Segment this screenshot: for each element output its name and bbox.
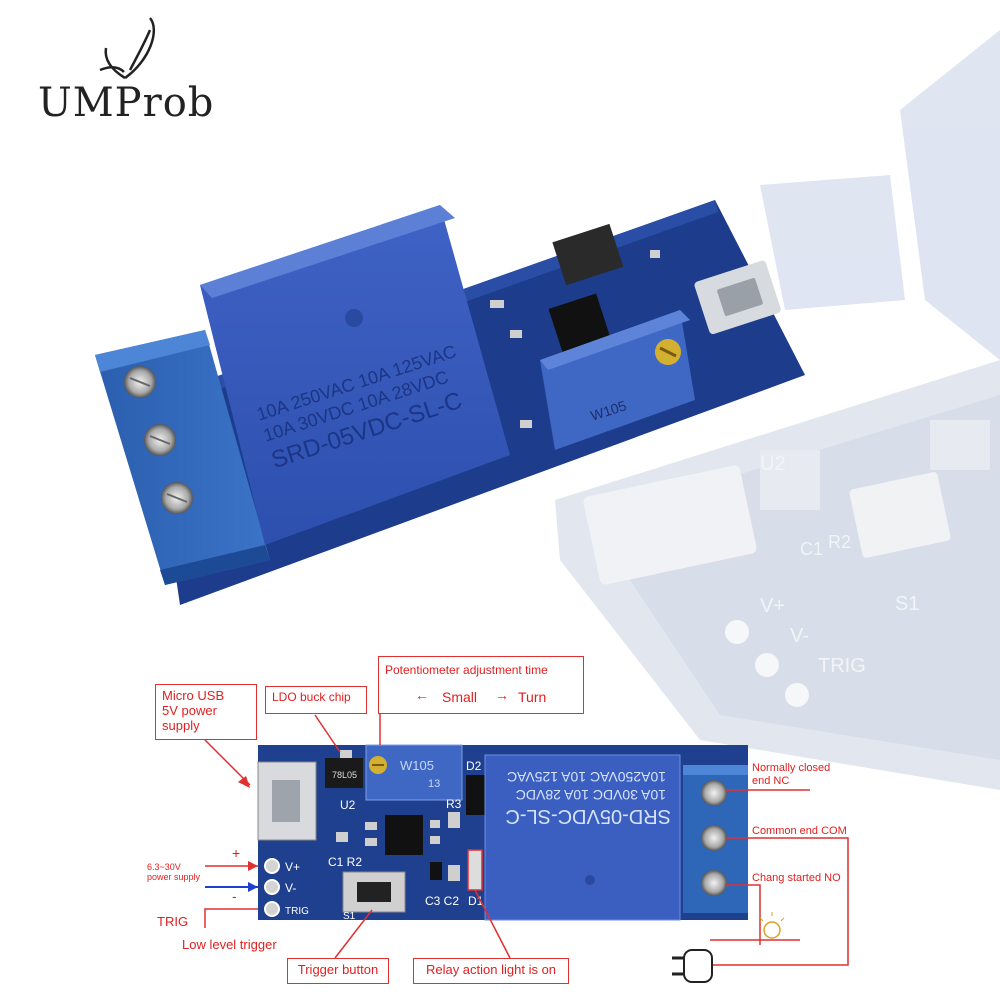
logo-mark (99, 17, 156, 80)
label-power-minus: - (232, 888, 237, 904)
svg-text:13: 13 (428, 778, 440, 790)
silk-trig: TRIG (285, 906, 309, 917)
faded-label: C1 (800, 539, 823, 559)
callout-micro-usb: Micro USB 5V power supply (155, 684, 257, 740)
callout-potentiometer: Potentiometer adjustment time (378, 656, 584, 714)
relay-print-line: SRD-05VDC-SL-C (505, 805, 671, 827)
callout-ldo-chip: LDO buck chip (265, 686, 367, 714)
relay-print-line: 10A 30VDC 10A 28VDC (516, 787, 666, 803)
label-power-plus: + (232, 845, 241, 861)
label-turn: Turn (518, 689, 547, 705)
silk-s1: S1 (343, 911, 356, 922)
label-power-range: 6.3~30V power supply (147, 862, 201, 882)
silk-vminus: V- (285, 881, 296, 895)
diagram-board: 78L05 W105 13 SRD-05VDC-SL-C 10A 30 (257, 744, 748, 922)
callout-relay-light: Relay action light is on (413, 958, 569, 984)
silk-u2: U2 (340, 798, 356, 812)
label-trig: TRIG (157, 914, 189, 929)
ldo-chip (325, 758, 363, 788)
silk-c1-r2: C1 R2 (328, 855, 362, 869)
label-nc: Normally closed end NC (752, 762, 831, 787)
power-plug-icon (672, 949, 713, 983)
faded-label: S1 (895, 593, 919, 615)
potentiometer-photo (540, 310, 695, 450)
relay-photo (200, 205, 510, 545)
faded-label: V+ (760, 595, 785, 617)
arrow-right-icon: → (495, 687, 509, 703)
label-com: Common end COM (752, 825, 847, 837)
pot-label: W105 (400, 758, 434, 773)
silk-d2: D2 (466, 759, 482, 773)
arrow-left-icon: ← (415, 687, 429, 703)
silk-r3: R3 (446, 797, 462, 811)
brand-logo: UMProb (38, 80, 215, 126)
lightbulb-icon (759, 912, 785, 939)
faded-board-photo: U2 C1 R2 S1 V+ V- TRIG (555, 30, 1000, 790)
label-no: Chang started NO (752, 872, 841, 884)
minus-lead (205, 882, 258, 892)
faded-label: R2 (828, 532, 851, 552)
label-small: Small (442, 689, 478, 705)
silk-vplus: V+ (285, 860, 300, 874)
silk-c3-c2: C3 C2 (425, 894, 459, 908)
relay (484, 754, 681, 921)
product-board-photo: W105 10A 250VAC 10A 125VAC 10A 30VDC 10A… (95, 200, 805, 605)
callout-trigger-button: Trigger button (287, 958, 389, 984)
chip-label: 78L05 (332, 770, 357, 780)
faded-label: U2 (760, 453, 786, 475)
faded-label: TRIG (818, 655, 866, 677)
faded-label: V- (790, 625, 809, 647)
silk-d1: D1 (468, 894, 484, 908)
label-low-level-trigger: Low level trigger (182, 937, 277, 952)
relay-print-line: 10A250VAC 10A 125VAC (507, 769, 666, 785)
